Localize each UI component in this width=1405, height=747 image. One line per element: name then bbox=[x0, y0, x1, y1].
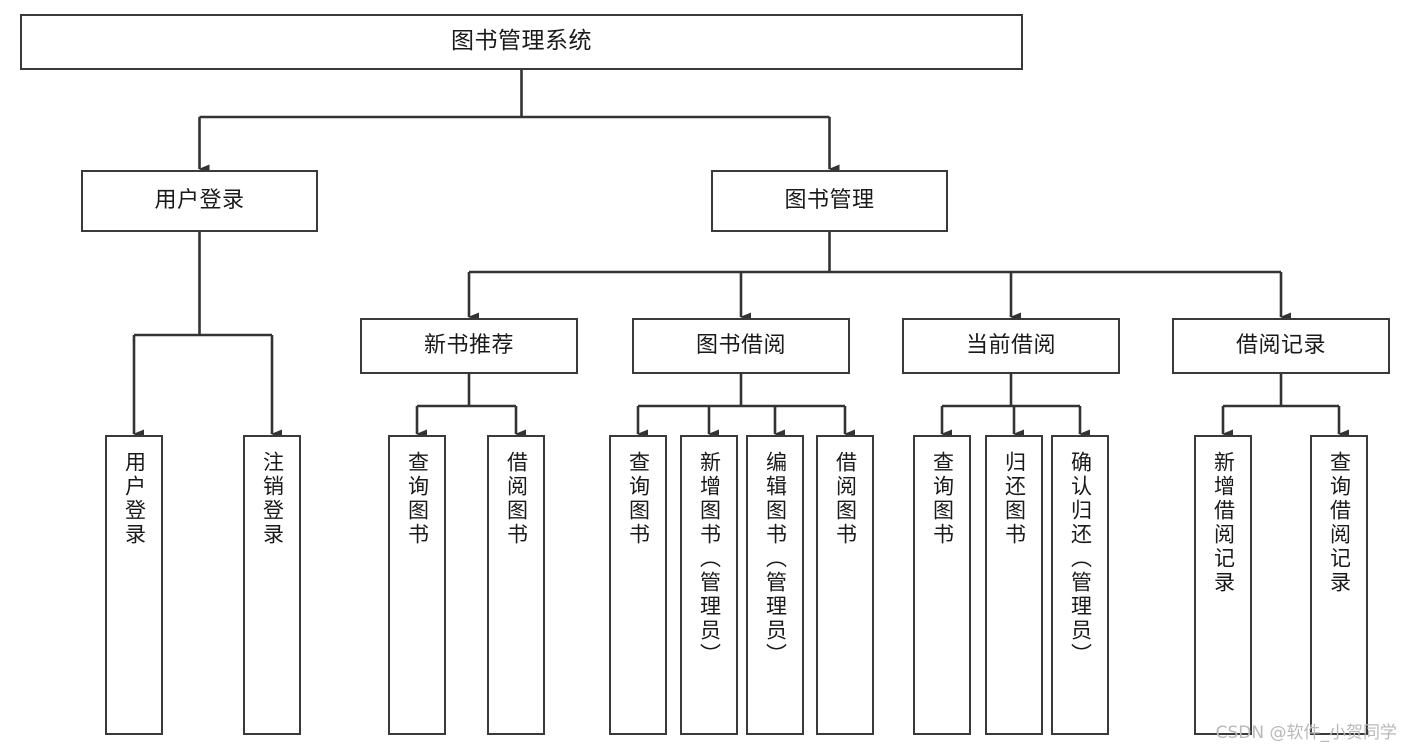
node-label: 新增借阅记录 bbox=[1211, 451, 1236, 595]
leaf-confirm-return-admin[interactable]: 确认归还（管理员） bbox=[1051, 435, 1109, 735]
leaf-user-login[interactable]: 用户登录 bbox=[105, 435, 163, 735]
node-borrowing-record[interactable]: 借阅记录 bbox=[1172, 318, 1390, 374]
leaf-query-book-current[interactable]: 查询图书 bbox=[913, 435, 971, 735]
node-label: 编辑图书（管理员） bbox=[763, 451, 788, 667]
node-label: 查询图书 bbox=[405, 451, 430, 547]
node-book-borrowing[interactable]: 图书借阅 bbox=[632, 318, 850, 374]
node-label: 当前借阅 bbox=[965, 333, 1056, 359]
node-label: 注销登录 bbox=[260, 451, 285, 547]
node-label: 图书管理 bbox=[784, 188, 875, 214]
node-root-system[interactable]: 图书管理系统 bbox=[20, 14, 1023, 70]
node-book-management[interactable]: 图书管理 bbox=[711, 170, 948, 232]
node-label: 用户登录 bbox=[122, 451, 147, 547]
node-label: 新书推荐 bbox=[423, 333, 514, 359]
node-current-borrowing[interactable]: 当前借阅 bbox=[902, 318, 1120, 374]
node-label: 归还图书 bbox=[1002, 451, 1027, 547]
leaf-return-book[interactable]: 归还图书 bbox=[985, 435, 1043, 735]
node-label: 借阅记录 bbox=[1235, 333, 1326, 359]
node-label: 借阅图书 bbox=[504, 451, 529, 547]
node-label: 图书借阅 bbox=[695, 333, 786, 359]
node-new-book-recommendation[interactable]: 新书推荐 bbox=[360, 318, 578, 374]
node-label: 借阅图书 bbox=[833, 451, 858, 547]
node-label: 查询图书 bbox=[930, 451, 955, 547]
leaf-borrow-book-borrowing[interactable]: 借阅图书 bbox=[816, 435, 874, 735]
node-label: 查询借阅记录 bbox=[1327, 451, 1352, 595]
node-user-login[interactable]: 用户登录 bbox=[81, 170, 318, 232]
node-label: 图书管理系统 bbox=[451, 28, 592, 55]
watermark: CSDN @软件_小贺同学 bbox=[1215, 723, 1397, 743]
leaf-add-book-admin[interactable]: 新增图书（管理员） bbox=[680, 435, 738, 735]
node-label: 用户登录 bbox=[154, 188, 245, 214]
node-label: 查询图书 bbox=[626, 451, 651, 547]
leaf-edit-book-admin[interactable]: 编辑图书（管理员） bbox=[746, 435, 804, 735]
node-label: 确认归还（管理员） bbox=[1068, 451, 1093, 667]
leaf-query-book-borrowing[interactable]: 查询图书 bbox=[609, 435, 667, 735]
node-label: 新增图书（管理员） bbox=[697, 451, 722, 667]
leaf-user-logout[interactable]: 注销登录 bbox=[243, 435, 301, 735]
leaf-add-borrowing-record[interactable]: 新增借阅记录 bbox=[1194, 435, 1252, 735]
leaf-query-book-recommendation[interactable]: 查询图书 bbox=[388, 435, 446, 735]
leaf-borrow-book-recommendation[interactable]: 借阅图书 bbox=[487, 435, 545, 735]
leaf-query-borrowing-record[interactable]: 查询借阅记录 bbox=[1310, 435, 1368, 735]
